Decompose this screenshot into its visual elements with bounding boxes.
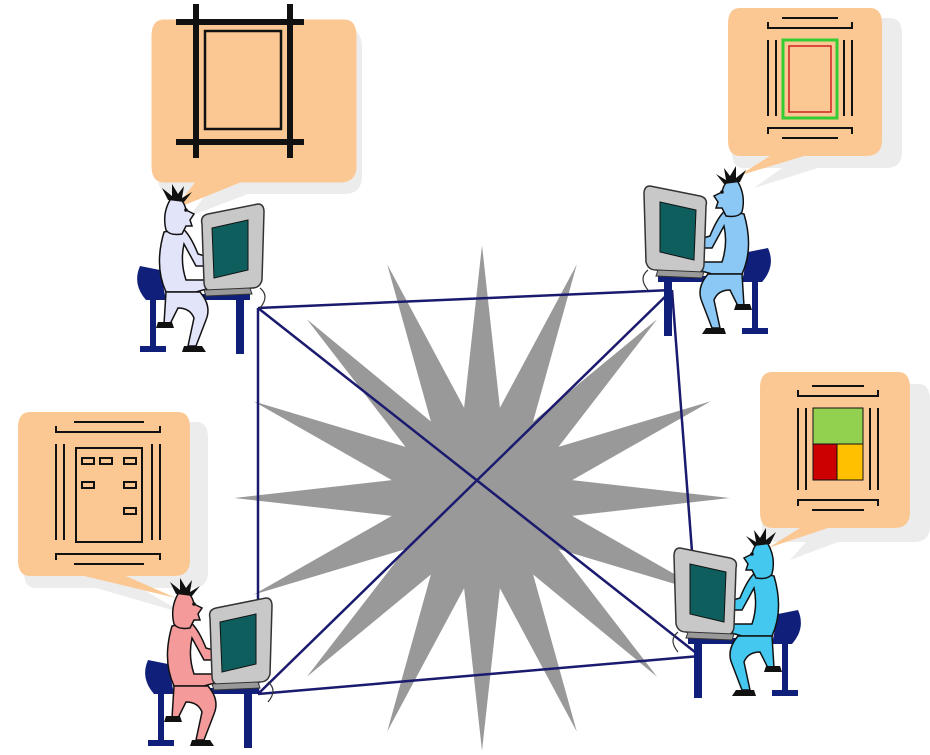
starburst-icon: [234, 245, 730, 751]
floorplan-outlined-icon: [767, 17, 853, 139]
network-link-icon: [256, 288, 702, 696]
floorplan-rooms-icon: [55, 421, 161, 565]
speech-bubble-bottom-right: [760, 372, 930, 560]
workstation-top-right: [642, 165, 772, 337]
speech-bubble-top-right: [728, 8, 902, 188]
workstation-bottom-right: [672, 527, 802, 699]
speech-bubble-top-left: [151, 4, 362, 216]
person-at-computer-icon: [672, 527, 802, 699]
floorplan-frame-icon: [176, 4, 304, 158]
person-at-computer-icon: [642, 165, 772, 337]
speech-bubble-bottom-left: [18, 412, 208, 614]
floorplan-blocks-icon: [797, 385, 879, 511]
